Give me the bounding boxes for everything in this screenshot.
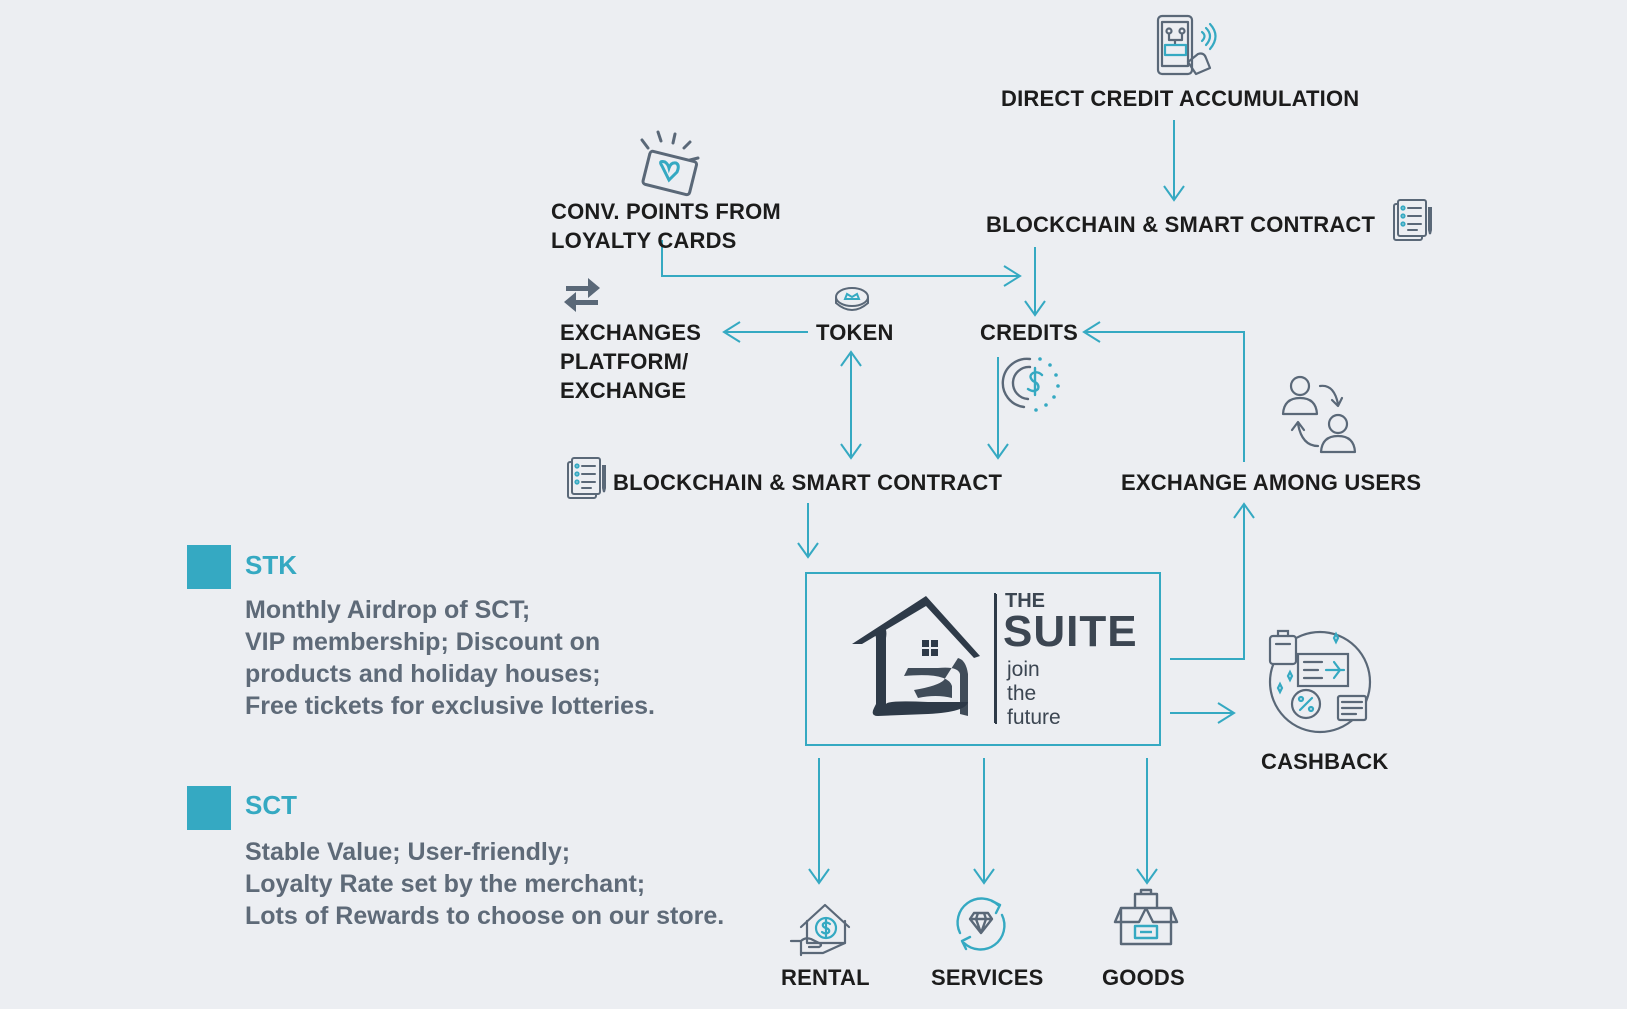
travel-cashback-icon xyxy=(1268,629,1372,734)
legend-sct-desc: Stable Value; User-friendly; Loyalty Rat… xyxy=(245,836,724,932)
node-goods: GOODS xyxy=(1102,965,1185,990)
legend-sct-line: Stable Value; User-friendly; xyxy=(245,838,571,866)
box-shop-icon xyxy=(1113,888,1179,946)
node-exchanges: EXCHANGES PLATFORM/ EXCHANGE xyxy=(560,318,701,405)
node-services: SERVICES xyxy=(931,965,1044,990)
node-conv-points: CONV. POINTS FROM LOYALTY CARDS xyxy=(551,197,781,255)
arrow-blockchain-to-logo xyxy=(797,503,819,559)
legend-sct-title: SCT xyxy=(245,790,297,820)
diamond-cycle-icon xyxy=(956,897,1006,951)
legend-stk-swatch xyxy=(187,545,231,589)
arrow-direct-to-blockchain xyxy=(1163,120,1185,202)
exchanges-line3: EXCHANGE xyxy=(560,378,687,403)
logo-the: THE xyxy=(1005,590,1045,612)
legend-stk-desc: Monthly Airdrop of SCT; VIP membership; … xyxy=(245,594,655,722)
exchanges-line2: PLATFORM/ xyxy=(560,349,689,374)
conv-points-line2: LOYALTY CARDS xyxy=(551,228,737,253)
exchanges-line1: EXCHANGES xyxy=(560,320,702,345)
legend-sct-line: Lots of Rewards to choose on our store. xyxy=(245,902,725,930)
dollar-circle-icon xyxy=(1001,357,1060,412)
node-rental: RENTAL xyxy=(781,965,870,990)
node-credits: CREDITS xyxy=(980,320,1078,345)
logo-suite: SUITE xyxy=(1003,607,1138,656)
arrow-logo-to-cashback xyxy=(1170,702,1236,724)
logo-tagline: join the future xyxy=(1007,658,1061,730)
coin-icon xyxy=(835,287,869,311)
node-token: TOKEN xyxy=(816,320,894,345)
legend-sct-line: Loyalty Rate set by the merchant; xyxy=(245,870,646,898)
legend-stk-line: Monthly Airdrop of SCT; xyxy=(245,596,531,624)
arrow-credits-to-blockchain xyxy=(987,357,1009,460)
node-exchange-users: EXCHANGE AMONG USERS xyxy=(1121,470,1422,495)
legend-sct-swatch xyxy=(187,786,231,830)
arrow-logo-to-goods xyxy=(1136,758,1158,885)
arrow-logo-to-services xyxy=(973,758,995,885)
node-cashback: CASHBACK xyxy=(1261,749,1389,774)
arrow-logo-to-users xyxy=(1170,502,1255,660)
logo-divider xyxy=(994,593,996,723)
arrow-logo-to-rental xyxy=(808,758,830,885)
conv-points-line1: CONV. POINTS FROM xyxy=(551,199,781,224)
contract-icon xyxy=(567,457,606,499)
swap-arrows-icon xyxy=(564,278,600,312)
the-suite-logo-box xyxy=(805,572,1161,746)
loyalty-card-icon xyxy=(640,130,700,197)
node-blockchain-top: BLOCKCHAIN & SMART CONTRACT xyxy=(986,212,1376,237)
users-exchange-icon xyxy=(1281,375,1357,454)
legend-stk-line: VIP membership; Discount on xyxy=(245,628,601,656)
arrow-conv-to-credits xyxy=(661,240,1022,287)
logo-tagline-line3: future xyxy=(1007,706,1061,729)
house-dollar-icon xyxy=(789,903,851,957)
house-logo-icon xyxy=(852,594,997,724)
contract-icon xyxy=(1393,199,1432,241)
arrow-token-blockchain-bidir xyxy=(840,350,862,460)
arrow-token-to-exchanges xyxy=(722,321,808,343)
arrow-users-to-credits xyxy=(1082,321,1245,462)
node-direct-credit: DIRECT CREDIT ACCUMULATION xyxy=(1001,86,1360,111)
logo-tagline-line1: join xyxy=(1007,658,1040,681)
node-blockchain-mid: BLOCKCHAIN & SMART CONTRACT xyxy=(613,470,1003,495)
logo-tagline-line2: the xyxy=(1007,682,1037,705)
legend-stk-title: STK xyxy=(245,550,297,580)
legend-stk-line: products and holiday houses; xyxy=(245,660,601,688)
legend-stk-line: Free tickets for exclusive lotteries. xyxy=(245,692,655,720)
arrow-blockchain-to-credits xyxy=(1024,247,1046,317)
phone-payment-icon xyxy=(1156,14,1217,76)
